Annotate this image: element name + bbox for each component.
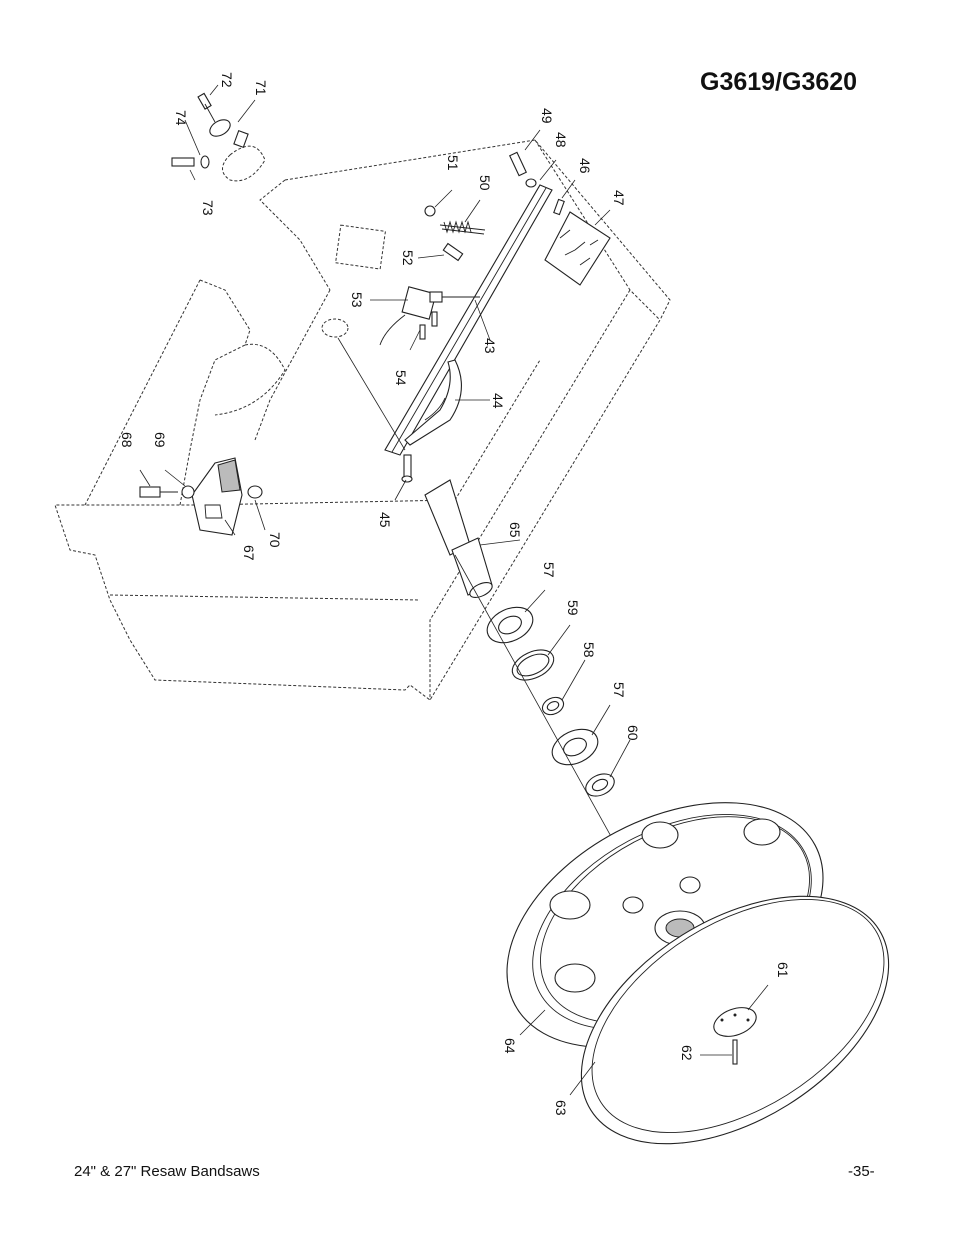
part-label-67: 67 (241, 545, 257, 561)
part-label-58: 58 (581, 642, 597, 658)
spacer-58 (541, 696, 565, 716)
part-label-62: 62 (679, 1045, 695, 1061)
part-label-54: 54 (393, 370, 409, 386)
rail-43 (384, 184, 553, 456)
part-label-44: 44 (490, 393, 506, 409)
part-label-64: 64 (502, 1038, 518, 1054)
ring-59 (511, 649, 555, 681)
leader-lines (139, 84, 769, 1096)
part-label-47: 47 (611, 190, 627, 206)
part-label-65: 65 (507, 522, 523, 538)
part-label-74: 74 (173, 110, 189, 126)
shaft-65 (424, 479, 493, 598)
part-group-71-74 (171, 92, 249, 169)
switch-53 (321, 286, 480, 451)
part-label-68: 68 (119, 432, 135, 448)
part-label-72: 72 (219, 72, 235, 88)
part-label-45: 45 (377, 512, 393, 528)
part-group-46-49 (508, 151, 611, 286)
part-labels: 72 71 74 73 49 48 46 47 51 50 52 53 54 4… (119, 72, 791, 1116)
part-label-53: 53 (349, 292, 365, 308)
page-number: -35- (848, 1163, 875, 1180)
part-label-59: 59 (565, 600, 581, 616)
part-label-60: 60 (625, 725, 641, 741)
page-title: G3619/G3620 (700, 68, 858, 96)
bearing-57-lower (551, 728, 599, 766)
bolt-45 (401, 454, 413, 483)
part-label-63: 63 (553, 1100, 569, 1116)
part-label-50: 50 (477, 175, 493, 191)
part-label-57-lower: 57 (611, 682, 627, 698)
part-label-48: 48 (553, 132, 569, 148)
part-label-52: 52 (400, 250, 416, 266)
part-label-69: 69 (152, 432, 168, 448)
washer-60 (585, 773, 615, 797)
part-label-57-upper: 57 (541, 562, 557, 578)
bearing-57-upper (486, 606, 534, 644)
manual-title: 24" & 27" Resaw Bandsaws (74, 1163, 260, 1180)
hub-plate-61 (713, 1007, 757, 1065)
part-label-71: 71 (253, 80, 269, 96)
part-label-73: 73 (200, 200, 216, 216)
tension-arm-44 (404, 359, 462, 446)
part-label-46: 46 (577, 158, 593, 174)
part-group-50-52 (424, 205, 486, 262)
part-label-51: 51 (445, 155, 461, 171)
part-group-67-70 (139, 457, 263, 536)
part-label-70: 70 (267, 532, 283, 548)
part-label-61: 61 (775, 962, 791, 978)
part-label-43: 43 (482, 338, 498, 354)
part-label-49: 49 (539, 108, 555, 124)
